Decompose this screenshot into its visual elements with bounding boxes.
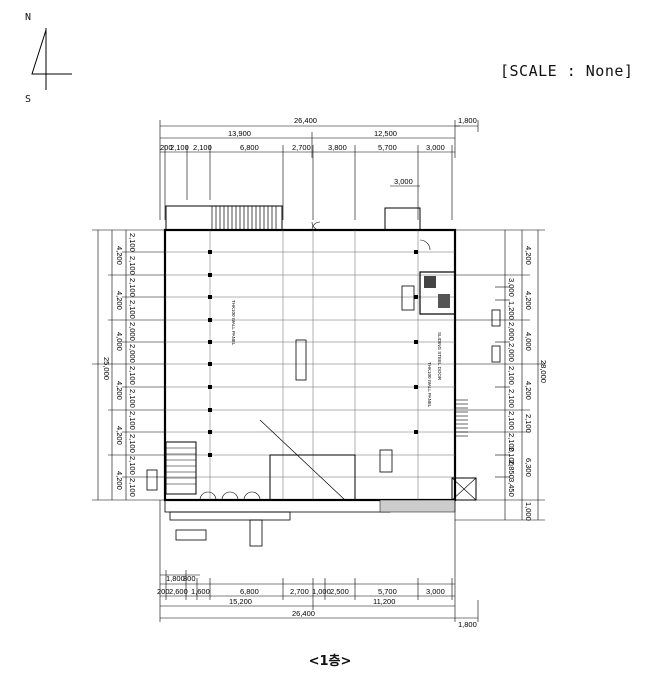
bottom-upper-dim: 1,800 <box>166 574 185 583</box>
left-sub-dim: 2,100 <box>128 300 137 319</box>
top-dimension-lines <box>159 120 479 220</box>
top-bay-dim: 2,100 <box>193 143 212 152</box>
bottom-bay-dim: 2,500 <box>330 587 349 596</box>
floor-plan-drawing: 26,400 1,800 13,900 12,500 200 2,100 2,1… <box>92 116 548 629</box>
right-bay-dim: 4,200 <box>524 291 533 310</box>
right-sub-dim: 1,200 <box>507 301 516 320</box>
left-bay-dim: 4,200 <box>115 381 124 400</box>
right-bay-dim: 1,000 <box>524 502 533 521</box>
bottom-dimension-lines <box>159 500 479 622</box>
bottom-bay-dim: 5,700 <box>378 587 397 596</box>
building-outline <box>146 205 501 547</box>
bottom-bay-dim: 6,800 <box>240 587 259 596</box>
left-sub-dim: 2,100 <box>128 434 137 453</box>
north-arrow-icon <box>31 28 72 90</box>
bottom-half-dim: 15,200 <box>229 597 252 606</box>
bottom-bay-dim: 2,600 <box>169 587 188 596</box>
right-sub-dim: 3,450 <box>507 478 516 497</box>
bottom-bay-dim: 2,700 <box>290 587 309 596</box>
left-sub-dims: 2,100 2,100 2,100 2,100 2,000 2,000 2,10… <box>128 233 137 497</box>
left-sub-dim: 2,100 <box>128 389 137 408</box>
top-bay-dim: 2,700 <box>292 143 311 152</box>
left-sub-dim: 2,100 <box>128 411 137 430</box>
right-bay-dim: 4,200 <box>524 381 533 400</box>
top-inner-dim: 3,000 <box>394 177 413 186</box>
left-dimension-lines <box>92 229 165 501</box>
right-sub-dim: 2,100 <box>507 366 516 385</box>
bottom-dims: 1,800 800 200 2,600 1,600 6,800 2,700 1,… <box>157 574 477 629</box>
right-sub-dim: 2,850 <box>507 460 516 479</box>
right-sub-dim: 3,000 <box>507 278 516 297</box>
left-sub-dim: 2,100 <box>128 478 137 497</box>
scale-label: [SCALE : None] <box>500 62 634 80</box>
top-bay-dim: 3,800 <box>328 143 347 152</box>
left-bay-dim: 4,200 <box>115 291 124 310</box>
left-overall-dim: 25,000 <box>102 357 111 380</box>
left-sub-dim: 2,100 <box>128 278 137 297</box>
left-sub-dim: 2,100 <box>128 456 137 475</box>
right-sub-dim: 2,100 <box>507 389 516 408</box>
bottom-right-ext-dim: 1,800 <box>458 620 477 629</box>
left-bay-dim: 4,000 <box>115 332 124 351</box>
left-sub-dim: 2,100 <box>128 366 137 385</box>
right-bay-dim: 6,300 <box>524 458 533 477</box>
right-overall-dim: 28,000 <box>539 360 548 383</box>
left-sub-dim: 2,100 <box>128 233 137 252</box>
top-bay-dim: 2,100 <box>170 143 189 152</box>
top-bay-dim: 6,800 <box>240 143 259 152</box>
top-overall-dim: 26,400 <box>294 116 317 125</box>
right-sub-dim: 2,100 <box>507 447 516 466</box>
top-right-ext-dim: 1,800 <box>458 116 477 125</box>
left-sub-dim: 2,000 <box>128 344 137 363</box>
right-bay-dim: 4,000 <box>524 332 533 351</box>
right-sub-dim: 2,100 <box>507 411 516 430</box>
left-bay-dim: 4,200 <box>115 471 124 490</box>
right-door-note: SLIDING STEEL DOOR <box>437 332 442 381</box>
bottom-half-dim: 11,200 <box>373 597 395 606</box>
right-sub-dim: 2,000 <box>507 322 516 341</box>
south-label: S <box>25 94 32 105</box>
top-bay-dim: 5,700 <box>378 143 397 152</box>
bottom-bay-dim: 200 <box>157 587 170 596</box>
top-bay-dim: 3,000 <box>426 143 445 152</box>
bottom-bay-dim: 3,000 <box>426 587 445 596</box>
floor-caption: <1층> <box>308 654 352 669</box>
north-label: N <box>25 12 32 23</box>
top-left-half-dim: 13,900 <box>228 129 251 138</box>
top-right-half-dim: 12,500 <box>374 129 397 138</box>
right-sub-dim: 2,000 <box>507 343 516 362</box>
right-bay-dim: 4,200 <box>524 246 533 265</box>
left-bay-dim: 4,200 <box>115 246 124 265</box>
left-sub-dim: 2,000 <box>128 322 137 341</box>
bottom-overall-dim: 26,400 <box>292 609 315 618</box>
bottom-bay-dim: 1,600 <box>191 587 210 596</box>
bottom-upper-dim: 800 <box>183 574 196 583</box>
left-bay-dim: 4,200 <box>115 426 124 445</box>
right-sub-dim: 2,100 <box>507 433 516 452</box>
wall-panel-note-right: THK100 WALL PANEL <box>427 362 432 408</box>
bottom-bay-dim: 1,000 <box>312 587 331 596</box>
right-bay-dim: 2,100 <box>524 414 533 433</box>
top-bay-dim: 200 <box>160 143 173 152</box>
left-sub-dim: 2,100 <box>128 256 137 275</box>
right-sub-dims: 3,000 1,200 2,000 2,000 2,100 2,100 2,10… <box>507 278 516 497</box>
wall-panel-note-left: THK100 WALL PANEL <box>231 300 236 346</box>
